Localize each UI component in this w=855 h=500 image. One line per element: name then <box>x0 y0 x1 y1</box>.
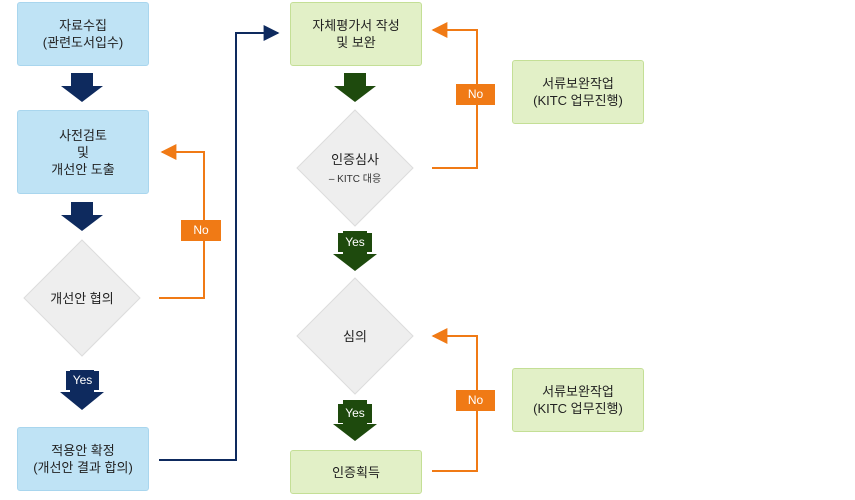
no-label-bg-3 <box>456 390 495 411</box>
connector-confirm-to-selfeval <box>159 25 280 461</box>
no-label-review: No <box>467 87 484 101</box>
node-collect: 자료수집 (관련도서입수) <box>17 2 149 66</box>
down-arrow-selfeval-to-review <box>334 73 376 102</box>
yes-label-bg-3 <box>338 404 372 423</box>
node-confirm: 적용안 확정 (개선안 결과 합의) <box>17 427 149 491</box>
down-arrow-collect-to-precheck <box>61 73 103 102</box>
decision-cert-review-diamond <box>296 109 414 227</box>
no-label-deliberation: No <box>467 393 484 407</box>
node-supplement-1: 서류보완작업 (KITC 업무진행) <box>512 60 644 124</box>
yes-label-deliberation: Yes <box>345 406 365 420</box>
decision-improve-consult-diamond <box>23 239 141 357</box>
node-confirm-line1: 적용안 확정 <box>51 443 115 458</box>
node-supplement-1-line2: (KITC 업무진행) <box>533 93 623 108</box>
node-supplement-2: 서류보완작업 (KITC 업무진행) <box>512 368 644 432</box>
node-supplement-2-line2: (KITC 업무진행) <box>533 401 623 416</box>
no-label-bg-2 <box>456 84 495 105</box>
no-label-bg-1 <box>181 220 221 241</box>
node-collect-line1: 자료수집 <box>59 18 107 33</box>
yes-label-review: Yes <box>345 235 365 249</box>
node-precheck-line3: 개선안 도출 <box>51 161 115 177</box>
node-supplement-2-line1: 서류보완작업 <box>542 384 614 399</box>
node-acquire: 인증획득 <box>290 450 422 494</box>
no-label-consult: No <box>193 223 209 237</box>
node-deliberation-label: 심의 <box>343 329 367 344</box>
node-precheck-line2: 및 <box>77 144 89 160</box>
node-precheck-line1: 사전검토 <box>59 127 107 143</box>
node-confirm-line2: (개선안 결과 합의) <box>33 460 133 475</box>
yes-label-consult: Yes <box>72 373 93 387</box>
node-cert-review-sublabel: – KITC 대응 <box>328 174 382 185</box>
yes-label-bg-2 <box>338 233 372 252</box>
node-supplement-1-line1: 서류보완작업 <box>542 76 614 91</box>
node-precheck: 사전검토 및 개선안 도출 <box>17 110 149 194</box>
yes-label-bg-1 <box>66 371 99 390</box>
node-cert-review-label: 인증심사 <box>331 152 379 167</box>
node-acquire-text: 인증획득 <box>332 464 380 480</box>
node-improve-consult-label: 개선안 협의 <box>50 291 114 306</box>
node-self-eval-line1: 자체평가서 작성 <box>312 18 400 33</box>
decision-deliberation-diamond <box>296 277 414 395</box>
node-collect-line2: (관련도서입수) <box>42 35 124 50</box>
down-arrow-precheck-to-consult <box>61 202 103 231</box>
node-self-eval-line2: 및 보완 <box>336 35 376 50</box>
node-self-eval: 자체평가서 작성 및 보완 <box>290 2 422 66</box>
